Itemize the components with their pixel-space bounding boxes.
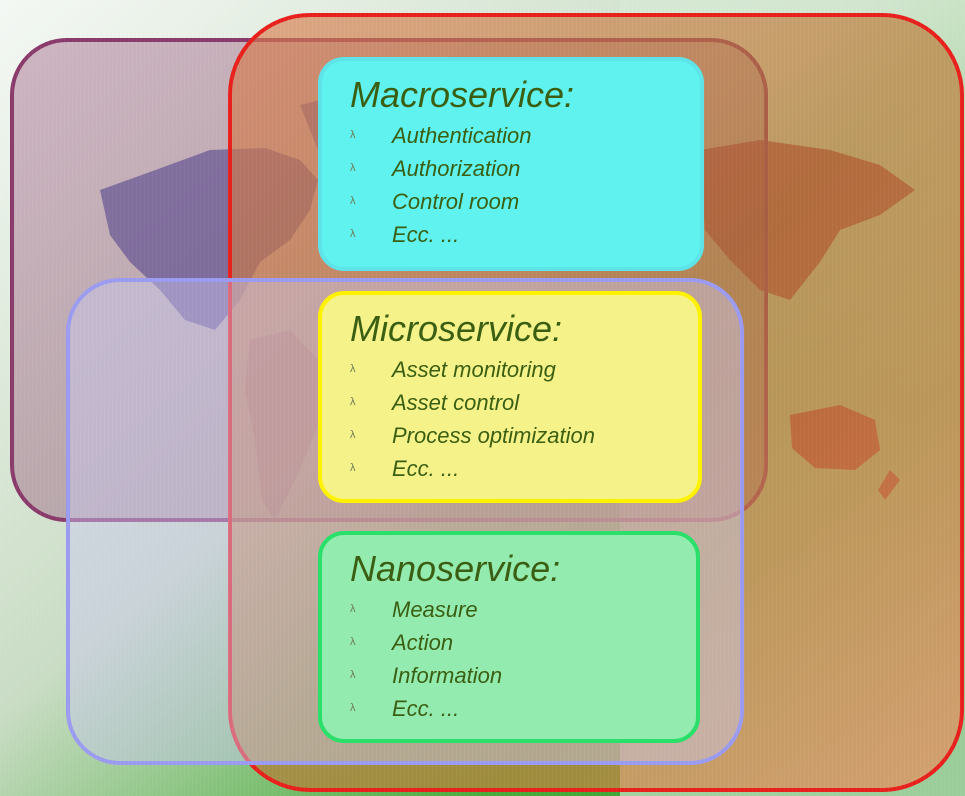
bullet-icon: λ xyxy=(350,396,356,408)
list-item: λ Authentication xyxy=(350,119,682,152)
list-item-label: Information xyxy=(392,663,503,688)
list-item: λ Measure xyxy=(350,593,678,626)
list-item-label: Authentication xyxy=(392,123,532,148)
bullet-icon: λ xyxy=(350,228,356,240)
list-item: λ Information xyxy=(350,659,678,692)
list-item: λ Asset monitoring xyxy=(350,353,680,386)
bullet-icon: λ xyxy=(350,162,356,174)
nanoservice-title: Nanoservice: xyxy=(350,548,561,589)
list-item: λ Authorization xyxy=(350,152,682,185)
bullet-icon: λ xyxy=(350,669,356,681)
list-item-label: Asset control xyxy=(392,390,520,415)
list-item-label: Action xyxy=(392,630,454,655)
list-item: λ Ecc. ... xyxy=(350,692,678,725)
list-item-label: Control room xyxy=(392,189,520,214)
bullet-icon: λ xyxy=(350,636,356,648)
list-item: λ Ecc. ... xyxy=(350,218,682,251)
list-item-label: Process optimization xyxy=(392,423,595,448)
bullet-icon: λ xyxy=(350,129,356,141)
bullet-icon: λ xyxy=(350,363,356,375)
macroservice-title: Macroservice: xyxy=(350,74,575,115)
list-item: λ Process optimization xyxy=(350,419,680,452)
list-item-label: Ecc. ... xyxy=(392,456,460,481)
list-item-label: Asset monitoring xyxy=(392,357,556,382)
list-item: λ Control room xyxy=(350,185,682,218)
bullet-icon: λ xyxy=(350,603,356,615)
list-item-label: Measure xyxy=(392,597,478,622)
bullet-icon: λ xyxy=(350,195,356,207)
list-item: λ Action xyxy=(350,626,678,659)
list-item-label: Authorization xyxy=(392,156,521,181)
bullet-icon: λ xyxy=(350,702,356,714)
list-item: λ Ecc. ... xyxy=(350,452,680,485)
bullet-icon: λ xyxy=(350,429,356,441)
list-item-label: Ecc. ... xyxy=(392,696,460,721)
list-item-label: Ecc. ... xyxy=(392,222,460,247)
microservice-title: Microservice: xyxy=(350,308,563,349)
list-item: λ Asset control xyxy=(350,386,680,419)
bullet-icon: λ xyxy=(350,462,356,474)
